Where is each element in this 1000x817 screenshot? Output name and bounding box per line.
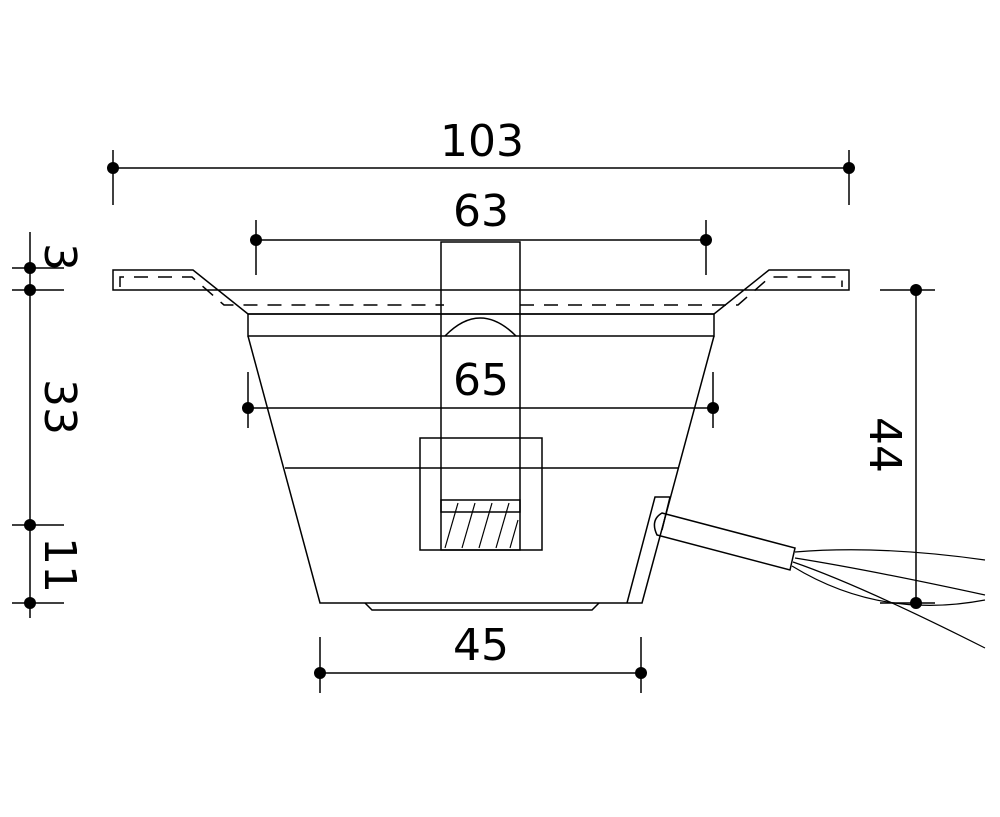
dimension-label-body-height: 33 [34,379,85,435]
flange-inner-lip-right [520,276,843,306]
dimension-cable-height: 44 [859,284,935,609]
luminaire-outline [112,241,986,649]
flange-outer [112,269,850,315]
cable-sheath [653,512,796,571]
dimension-label-inner-width: 63 [453,186,509,237]
clip-spring [440,499,521,551]
flange-inner-lip [119,276,444,306]
spring-hatch [444,502,519,549]
cable-wires [791,549,986,649]
base-lip [364,602,600,611]
dimension-label-cable-height: 44 [859,417,910,473]
dimension-label-body-width: 65 [453,355,509,406]
dimension-label-bottom-width: 45 [453,620,509,671]
clip-arc [444,317,517,337]
dimension-inner-width: 63 [250,186,712,275]
dimension-left-chain: 3 33 11 [12,232,85,618]
collar [247,313,715,337]
dimension-overall-width: 103 [107,116,855,205]
tapered-body [247,335,715,604]
dimension-label-base-height: 11 [34,537,85,593]
clip-housing [419,437,543,551]
dimension-bottom-width: 45 [314,620,647,693]
mounting-clip [440,241,521,513]
dimension-label-overall-width: 103 [440,116,524,167]
dimension-label-flange-height: 3 [34,243,85,271]
dimension-body-width: 65 [242,355,719,428]
